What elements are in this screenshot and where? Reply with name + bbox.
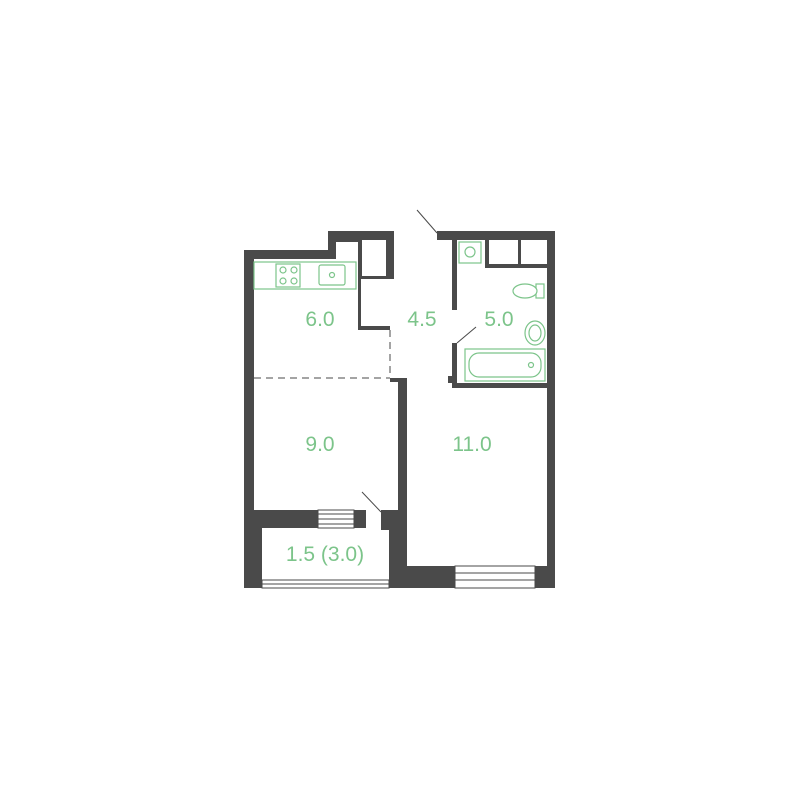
door-swing-icon xyxy=(416,209,438,234)
room-small-area-label: 9.0 xyxy=(305,433,334,456)
door-swings xyxy=(254,209,477,513)
toilet-icon xyxy=(512,283,545,299)
washbasin-icon xyxy=(524,320,546,346)
window-icon xyxy=(454,565,536,589)
door-swing-icon xyxy=(456,326,477,344)
window-icon xyxy=(317,509,355,529)
area-labels: 6.0 4.5 5.0 9.0 11.0 1.5 (3.0) xyxy=(286,308,514,566)
window-icon xyxy=(261,579,390,589)
bathtub-icon xyxy=(464,348,546,382)
room-large-area-label: 11.0 xyxy=(452,433,491,456)
sink-icon xyxy=(318,264,346,286)
walls xyxy=(244,231,555,588)
washbasin-icon xyxy=(458,241,482,264)
bathroom-area-label: 5.0 xyxy=(484,308,513,331)
bathroom-fixtures xyxy=(458,241,546,382)
kitchen-area-label: 6.0 xyxy=(305,308,334,331)
hallway-area-label: 4.5 xyxy=(407,308,436,331)
kitchen-counter xyxy=(253,261,357,290)
door-swing-icon xyxy=(361,491,382,513)
windows xyxy=(261,509,536,589)
stove-icon xyxy=(275,263,301,288)
balcony-area-label: 1.5 (3.0) xyxy=(286,543,364,566)
